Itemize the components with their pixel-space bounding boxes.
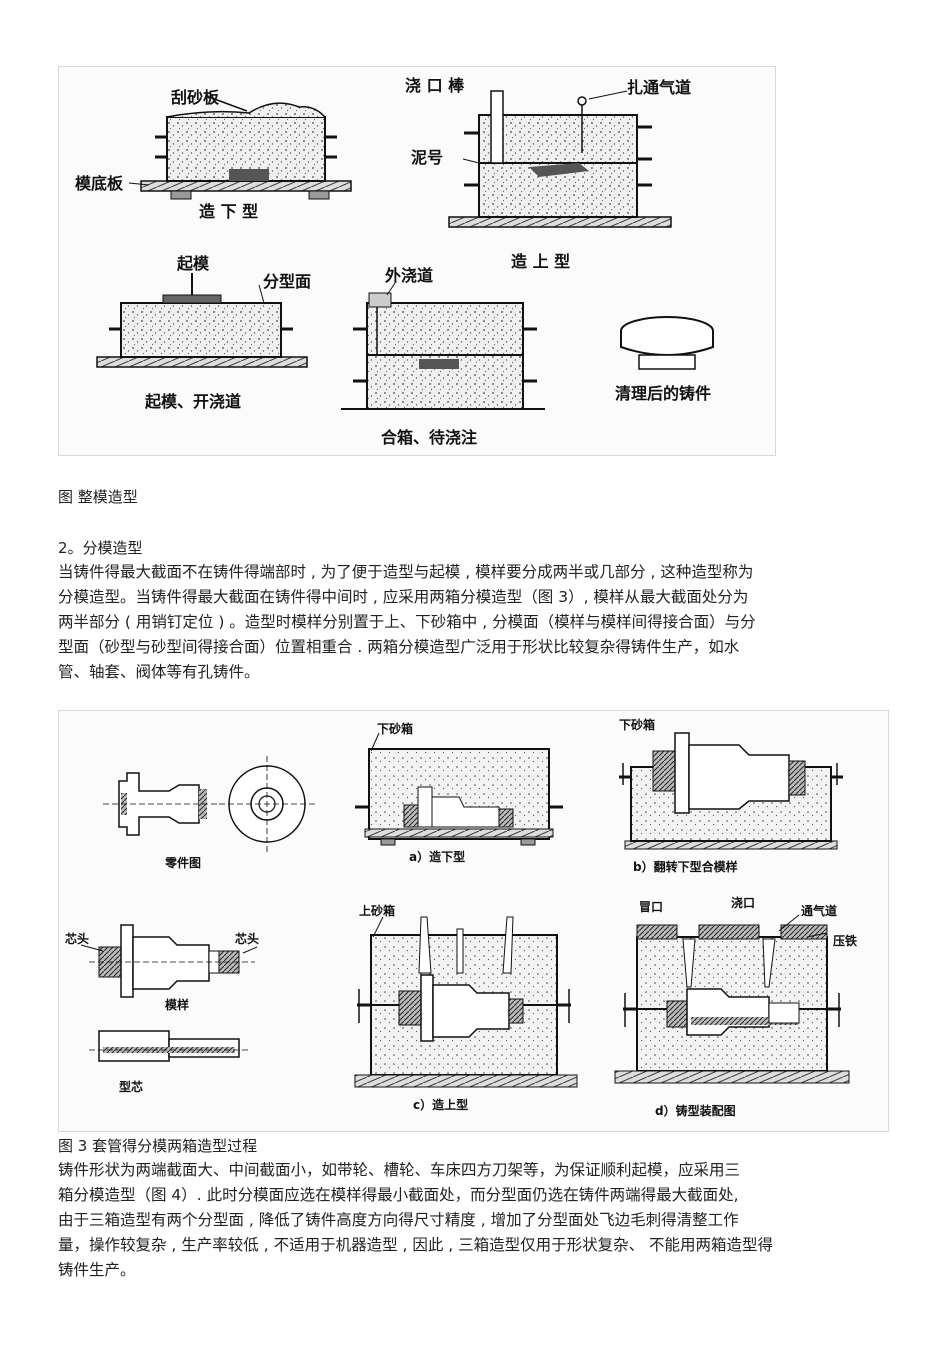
- label-cope-flask: 上砂箱: [359, 903, 395, 918]
- paragraph-line: 铸件生产。: [58, 1261, 136, 1279]
- label-sprue-pin: 浇 口 棒: [405, 76, 465, 95]
- label-parting-surface: 分型面: [263, 272, 311, 291]
- part-drawing-sketch: [103, 756, 315, 852]
- paragraph-line: 由于三箱造型有两个分型面 , 降低了铸件高度方向得尺寸精度 , 增加了分型面处飞…: [58, 1211, 739, 1229]
- label-close-wait-pour: 合箱、待浇注: [381, 428, 477, 447]
- label-b-flip-drag: b）翻转下型合模样: [633, 859, 738, 874]
- figure1-drawing: 刮砂板 模底板 造 下 型 浇 口 棒 扎通气道 泥号 造 上 型: [75, 76, 714, 447]
- caption-figure1: 图 整模造型: [58, 488, 138, 506]
- label-core: 型芯: [119, 1079, 143, 1094]
- label-core-print-right: 芯头: [235, 931, 259, 946]
- label-mud-mark: 泥号: [411, 148, 443, 167]
- paragraph-split-pattern: 当铸件得最大截面不在铸件得端部时 , 为了便于造型与起模 , 模样要分成两半或几…: [58, 560, 756, 685]
- label-sprue: 浇口: [731, 895, 755, 910]
- label-drag-flask-a: 下砂箱: [377, 721, 413, 736]
- label-outer-gate: 外浇道: [384, 266, 433, 285]
- make-drag-sketch: [355, 732, 563, 846]
- paragraph-line: 型面（砂型与砂型间得接合面）位置相重合 . 两箱分模造型广泛用于形状比较复杂得铸…: [58, 638, 740, 656]
- label-make-drag: 造 下 型: [199, 202, 258, 221]
- label-weight: 压铁: [833, 933, 857, 948]
- figure-sleeve-split-pattern-molding: 零件图 下砂箱 a）造下型: [58, 710, 889, 1132]
- label-pattern-plate: 模底板: [75, 174, 124, 193]
- cleaned-casting-sketch: [620, 316, 714, 370]
- pattern-sketch: [80, 924, 258, 998]
- label-lift-open-gate: 起模、开浇道: [144, 392, 241, 411]
- section-heading-split-pattern: 2。分模造型: [58, 539, 143, 557]
- label-pattern: 模样: [165, 997, 189, 1012]
- paragraph-line: 当铸件得最大截面不在铸件得端部时 , 为了便于造型与起模 , 模样要分成两半或几…: [58, 563, 754, 581]
- label-core-print-left: 芯头: [65, 931, 89, 946]
- label-a-make-drag: a）造下型: [409, 849, 465, 864]
- label-riser: 冒口: [639, 900, 663, 914]
- caption-figure2: 图 3 套管得分模两箱造型过程: [58, 1137, 258, 1155]
- paragraph-line: 铸件形状为两端截面大、中间截面小，如带轮、槽轮、车床四方刀架等，为保证顺利起模，…: [58, 1161, 741, 1179]
- label-make-cope: 造 上 型: [511, 252, 570, 271]
- label-vent-channel: 通气道: [801, 903, 837, 918]
- label-scraper: 刮砂板: [171, 88, 220, 107]
- figure2-drawing: 零件图 下砂箱 a）造下型: [65, 717, 857, 1118]
- paragraph-line: 量，操作较复杂 , 生产率较低 , 不适用于机器造型 , 因此 , 三箱造型仅用…: [58, 1236, 774, 1254]
- closed-flask-sketch: [341, 282, 545, 410]
- lift-pattern-sketch: [96, 273, 308, 368]
- flip-drag-sketch: [619, 732, 843, 850]
- label-d-assembly: d）铸型装配图: [655, 1103, 736, 1118]
- core-sketch: [89, 1030, 249, 1062]
- label-part-drawing: 零件图: [164, 855, 201, 870]
- cope-making-sketch: [448, 90, 672, 228]
- mold-assembly-sketch: [614, 914, 850, 1084]
- paragraph-three-flask: 铸件形状为两端截面大、中间截面小，如带轮、槽轮、车床四方刀架等，为保证顺利起模，…: [58, 1158, 773, 1283]
- label-drag-flask-b: 下砂箱: [619, 717, 655, 732]
- paragraph-line: 箱分模造型（图 4）. 此时分模面应选在模样得最小截面处，而分型面仍选在铸件两端…: [58, 1186, 739, 1204]
- figure-whole-pattern-molding: 刮砂板 模底板 造 下 型 浇 口 棒 扎通气道 泥号 造 上 型: [58, 66, 776, 456]
- label-vent: 扎通气道: [627, 78, 691, 97]
- drag-making-sketch: [128, 96, 352, 200]
- label-lift-pattern: 起模: [176, 254, 210, 273]
- label-cleaned-casting: 清理后的铸件: [615, 384, 711, 403]
- paragraph-line: 管、轴套、阀体等有孔铸件。: [58, 663, 260, 681]
- paragraph-line: 两半部分 ( 用销钉定位 ) 。造型时模样分别置于上、下砂箱中 , 分模面（模样…: [58, 613, 756, 631]
- paragraph-line: 分模造型。当铸件得最大截面在铸件得中间时 , 应采用两箱分模造型（图 3）, 模…: [58, 588, 749, 606]
- label-c-make-cope: c）造上型: [413, 1097, 468, 1112]
- make-cope-sketch: [354, 916, 578, 1088]
